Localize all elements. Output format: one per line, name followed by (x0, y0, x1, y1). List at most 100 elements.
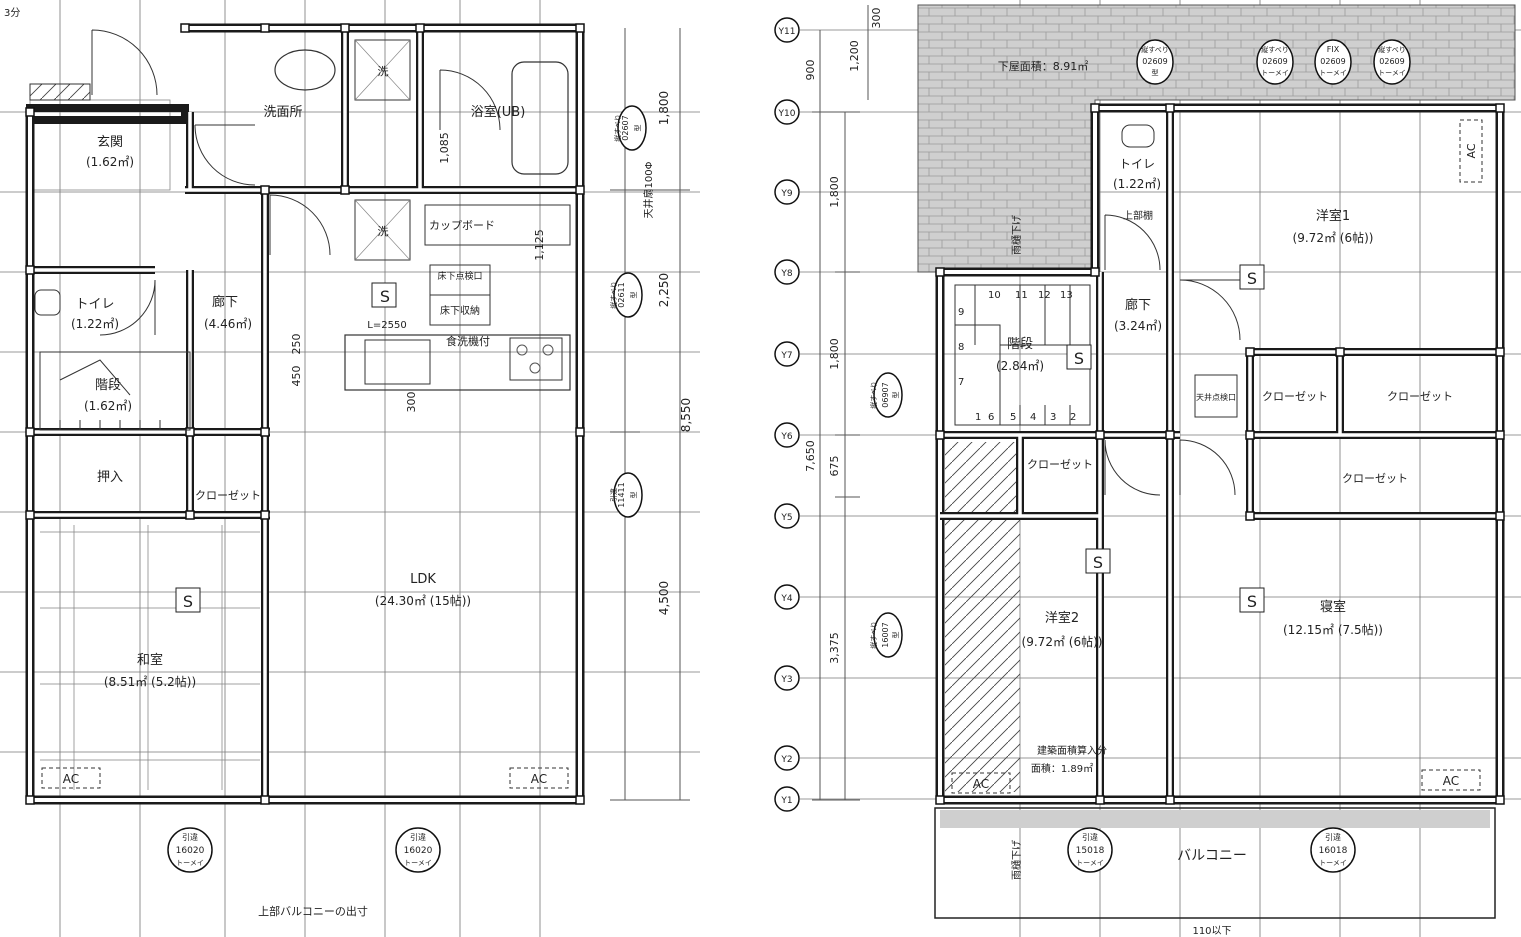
ceiling-inspection-hatch (1194, 374, 1238, 418)
grid-label-y3: Y3 (780, 675, 792, 685)
label-underfloor-inspect: 床下点検口 (437, 270, 482, 282)
label-ac-f1-left: AC (63, 772, 79, 786)
dim-8550-f1: 8,550 (679, 398, 693, 432)
label-wash-2: 洗 (378, 225, 389, 238)
grid-label-y10: Y10 (778, 109, 796, 119)
svg-text:引違: 引違 (609, 488, 618, 502)
floor2-doors (1104, 214, 1241, 496)
window-stamp-16020a (167, 827, 213, 873)
label-shinshitsu-area: (12.15㎡ (7.5帖)) (1283, 622, 1383, 637)
window-stamp-06907 (873, 372, 903, 418)
grid-label-y1: Y1 (780, 796, 792, 806)
label-closet-f2-b: クローゼット (1387, 390, 1453, 403)
s-marker-f1-kitchen (371, 282, 397, 308)
label-closet-f2-d: クローゼット (1342, 472, 1408, 485)
second-floor-plan: 10 11 12 13 9 8 7 6 5 4 3 2 1 (774, 0, 1521, 937)
dim-1085-f1: 1,085 (438, 132, 451, 164)
label-ldk: LDK (410, 572, 436, 587)
floor2-dimension-labels: 300 1,200 900 1,800 1,800 7,650 675 3,37… (804, 8, 883, 664)
svg-text:12: 12 (1038, 290, 1051, 301)
s-mark-f2-shinshitsu-text: S (1247, 592, 1257, 611)
s-marker-f2-kaidan (1066, 344, 1092, 370)
label-underfloor-storage: 床下収納 (440, 304, 480, 317)
label-lower-roof: 下屋面積：8.91㎡ (998, 59, 1089, 73)
label-downspout-top: 雨樋下げ (1010, 215, 1023, 255)
label-toilet-f2: トイレ (1119, 157, 1155, 171)
svg-text:11: 11 (1015, 290, 1028, 301)
floor2-dimension-lines (812, 5, 869, 801)
svg-text:4: 4 (1030, 412, 1036, 423)
dim-1200-f2: 1,200 (848, 40, 861, 72)
label-balcony: バルコニー (1177, 848, 1247, 864)
svg-text:縦すべり: 縦すべり (1261, 45, 1289, 54)
label-cupboard: カップボード (429, 219, 495, 232)
window-stamp-fix (1314, 39, 1352, 85)
label-yoshitsu2-area: (9.72㎡ (6帖)) (1022, 634, 1103, 649)
s-mark-f1-kitchen-text: S (380, 287, 390, 306)
svg-text:縦すべり: 縦すべり (1378, 45, 1406, 54)
floor2-posts (935, 103, 1505, 805)
dim-300-f1: 300 (405, 392, 418, 413)
dim-3375-f2: 3,375 (828, 632, 841, 664)
svg-text:1: 1 (975, 412, 981, 423)
label-ceiling-fan: 天井扇100Φ (642, 161, 655, 218)
s-marker-f2-yoshitsu2 (1085, 548, 1111, 574)
svg-text:型: 型 (891, 392, 900, 399)
window-stamp-11411 (613, 472, 643, 518)
svg-text:縦すべり: 縦すべり (613, 114, 622, 142)
grid-label-y8: Y8 (780, 269, 792, 279)
ac-unit-f1-left (41, 767, 101, 789)
svg-text:7: 7 (958, 377, 964, 388)
label-area-value: 面積：1.89㎡ (1031, 762, 1093, 775)
svg-text:02609: 02609 (1320, 57, 1345, 66)
dim-1800-f1: 1,800 (657, 91, 671, 125)
label-closet-f1: クローゼット (195, 489, 261, 502)
label-yokushitsu: 浴室(UB) (471, 104, 526, 120)
label-ac-f2-right: AC (1443, 774, 1459, 788)
window-stamp-16007 (873, 612, 903, 658)
label-wash-1: 洗 (378, 65, 389, 78)
label-washitsu-area: (8.51㎡ (5.2帖)) (104, 674, 196, 689)
svg-text:16018: 16018 (1319, 846, 1348, 856)
washer-space-1 (354, 39, 411, 101)
s-mark-f2-yoshitsu1-text: S (1247, 269, 1257, 288)
grid-label-y7: Y7 (780, 351, 792, 361)
s-marker-f2-shinshitsu (1239, 587, 1265, 613)
svg-text:引違: 引違 (1082, 832, 1098, 842)
label-washitsu: 和室 (137, 652, 163, 668)
window-stamp-15018 (1067, 827, 1113, 873)
grid-label-y4: Y4 (780, 594, 792, 604)
svg-text:06907: 06907 (881, 382, 890, 407)
s-mark-f2-kaidan-text: S (1074, 349, 1084, 368)
svg-text:02607: 02607 (621, 115, 630, 140)
svg-text:6: 6 (988, 412, 994, 423)
dim-450-f1: 450 (290, 366, 303, 387)
svg-text:FIX: FIX (1327, 45, 1340, 54)
svg-text:3: 3 (1050, 412, 1056, 423)
svg-text:型: 型 (633, 125, 642, 132)
svg-text:縦すべり: 縦すべり (609, 281, 618, 309)
label-rouka-f2: 廊下 (1125, 297, 1151, 313)
label-kaidan-f2: 階段 (1007, 337, 1033, 352)
label-kitchen-length: L=2550 (367, 320, 406, 331)
svg-text:16020: 16020 (176, 846, 205, 856)
svg-text:16007: 16007 (881, 622, 890, 647)
window-stamp-02609a (1136, 39, 1174, 85)
svg-text:トーメイ: トーメイ (404, 859, 432, 867)
toilet-bowl-f2 (1121, 124, 1155, 148)
label-ac-f2-left: AC (973, 777, 989, 791)
label-balcony-note: 上部バルコニーの出寸 (258, 904, 368, 918)
floor1-window-stamp-text: 02607 縦すべり 型 02611 縦すべり 型 11411 引違 型 引違 … (176, 114, 642, 867)
label-ldk-area: (24.30㎡ (15帖)) (375, 593, 471, 608)
balcony (934, 807, 1496, 919)
toilet-bowl-f1 (34, 289, 61, 316)
label-genkan-area: (1.62㎡) (86, 155, 134, 169)
grid-label-y6: Y6 (780, 432, 792, 442)
label-yoshitsu1: 洋室1 (1316, 208, 1350, 224)
dim-900-f2: 900 (804, 60, 817, 81)
svg-text:トーメイ: トーメイ (1319, 69, 1347, 77)
svg-text:縦すべり: 縦すべり (869, 621, 878, 649)
svg-text:型: 型 (629, 492, 638, 499)
label-ceiling-inspect: 天井点検口 (1196, 392, 1236, 402)
window-stamp-02609b (1256, 39, 1294, 85)
